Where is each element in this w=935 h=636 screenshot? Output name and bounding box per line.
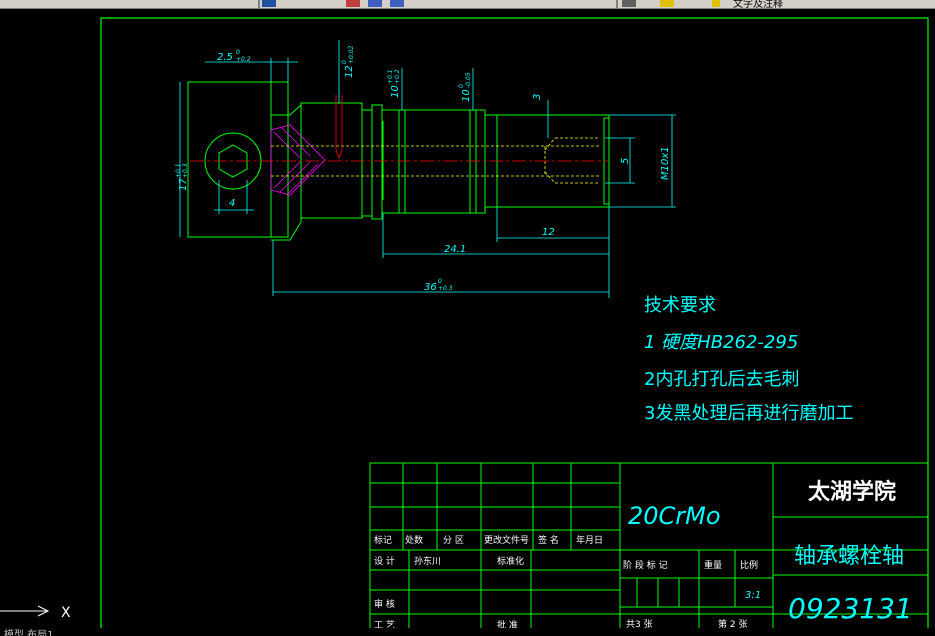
- dim-2-5: 2.5: [217, 52, 233, 63]
- notes-line-1: 1 硬度HB262-295: [644, 332, 798, 353]
- notes-title: 技术要求: [644, 295, 716, 316]
- dim-17-tol-lower: +0.3: [182, 163, 189, 178]
- end-view: [187, 81, 289, 238]
- tb-school: 太湖学院: [808, 479, 896, 505]
- dim-12: 12: [344, 65, 355, 78]
- tb-header-mark: 标记: [374, 534, 392, 546]
- zoom-window-icon[interactable]: [368, 0, 382, 7]
- dim-10-b-tol-upper: 0: [458, 84, 465, 88]
- drawing-border: [100, 17, 929, 628]
- internal-bore: [271, 137, 600, 184]
- dim-4: 4: [229, 198, 235, 209]
- tb-approve-label: 批 准: [497, 619, 518, 628]
- layer-color-icon[interactable]: [712, 0, 720, 7]
- tb-sheet-no: 第 2 张: [718, 618, 747, 628]
- layer-state-icon[interactable]: [660, 0, 674, 7]
- dim-10-a-tol-lower: +0.2: [394, 69, 401, 84]
- tb-stage-label: 阶 段 标 记: [623, 559, 668, 571]
- dim-12-tol-upper: 0: [341, 60, 348, 64]
- tb-review-label: 审 核: [374, 598, 395, 610]
- dim-10-a: 10: [390, 85, 401, 98]
- tb-header-change-doc: 更改文件号: [484, 534, 529, 546]
- cad-toolbar: 文字及注释: [0, 0, 935, 9]
- dim-2-5-tol-upper: 0: [236, 49, 240, 56]
- dim-17: 17: [178, 178, 189, 191]
- dim-10-b: 10: [461, 89, 472, 102]
- dim-36: 36: [424, 282, 437, 293]
- tb-scale-label: 比例: [740, 559, 758, 571]
- tb-scale-value: 3:1: [745, 590, 761, 601]
- ucs-icon: [0, 605, 50, 617]
- dim-36-tol-lower: +0.3: [438, 285, 453, 292]
- notes-line-3: 3发黑处理后再进行磨加工: [644, 403, 853, 424]
- tb-sheets-total: 共3 张: [626, 619, 653, 628]
- dimension-lines: [179, 40, 676, 298]
- tb-header-count: 处数: [405, 534, 423, 546]
- ucs-x-label: X: [61, 605, 71, 621]
- tb-designer-label: 设 计: [374, 555, 395, 567]
- drawing-canvas[interactable]: 2.5 0 +0.2 17 +0.1 +0.3 4 12 0 +0.02 10 …: [0, 9, 935, 628]
- dim-m10x1: M10x1: [660, 146, 671, 180]
- dim-12-length: 12: [542, 227, 555, 238]
- dim-12-tol-lower: +0.02: [348, 45, 355, 64]
- layout-tab-label[interactable]: 模型 布局1: [4, 630, 54, 636]
- tb-weight-label: 重量: [704, 559, 722, 571]
- tb-part-name: 轴承螺栓轴: [794, 544, 904, 569]
- tb-standard-label: 标准化: [497, 555, 524, 567]
- zoom-icon[interactable]: [346, 0, 360, 7]
- dim-3: 3: [532, 94, 543, 100]
- layout-tabs[interactable]: 模型 布局1: [0, 628, 120, 636]
- tb-process-label: 工 艺: [374, 620, 395, 628]
- dim-24-1: 24.1: [444, 244, 466, 255]
- part-view: [271, 102, 610, 241]
- notes-line-2: 2内孔打孔后去毛刺: [644, 369, 799, 390]
- dim-2-5-tol-lower: +0.2: [236, 56, 251, 63]
- toolbar-separator: [258, 0, 260, 8]
- section-hatch: [270, 124, 326, 196]
- tb-header-date: 年月日: [576, 534, 603, 546]
- dim-10-b-tol-lower: -0.05: [465, 72, 472, 88]
- toolbar-separator: [616, 0, 618, 8]
- dim-10-a-tol-upper: +0.1: [387, 69, 394, 84]
- tb-drawing-no: 0923131: [788, 592, 913, 625]
- layer-dropdown[interactable]: 文字及注释: [733, 0, 783, 9]
- dim-5: 5: [620, 158, 631, 164]
- dim-17-tol-upper: +0.1: [175, 163, 182, 178]
- zoom-previous-icon[interactable]: [390, 0, 404, 7]
- title-block: [369, 462, 929, 628]
- tb-header-sign: 签 名: [538, 534, 559, 546]
- tb-material: 20CrMo: [628, 502, 721, 530]
- layer-icon[interactable]: [622, 0, 636, 7]
- tb-designer-name: 孙东川: [414, 555, 441, 567]
- dim-36-tol-upper: 0: [438, 278, 442, 285]
- properties-icon[interactable]: [262, 0, 276, 7]
- cross-hole: [335, 95, 343, 160]
- tb-header-zone: 分 区: [443, 535, 464, 546]
